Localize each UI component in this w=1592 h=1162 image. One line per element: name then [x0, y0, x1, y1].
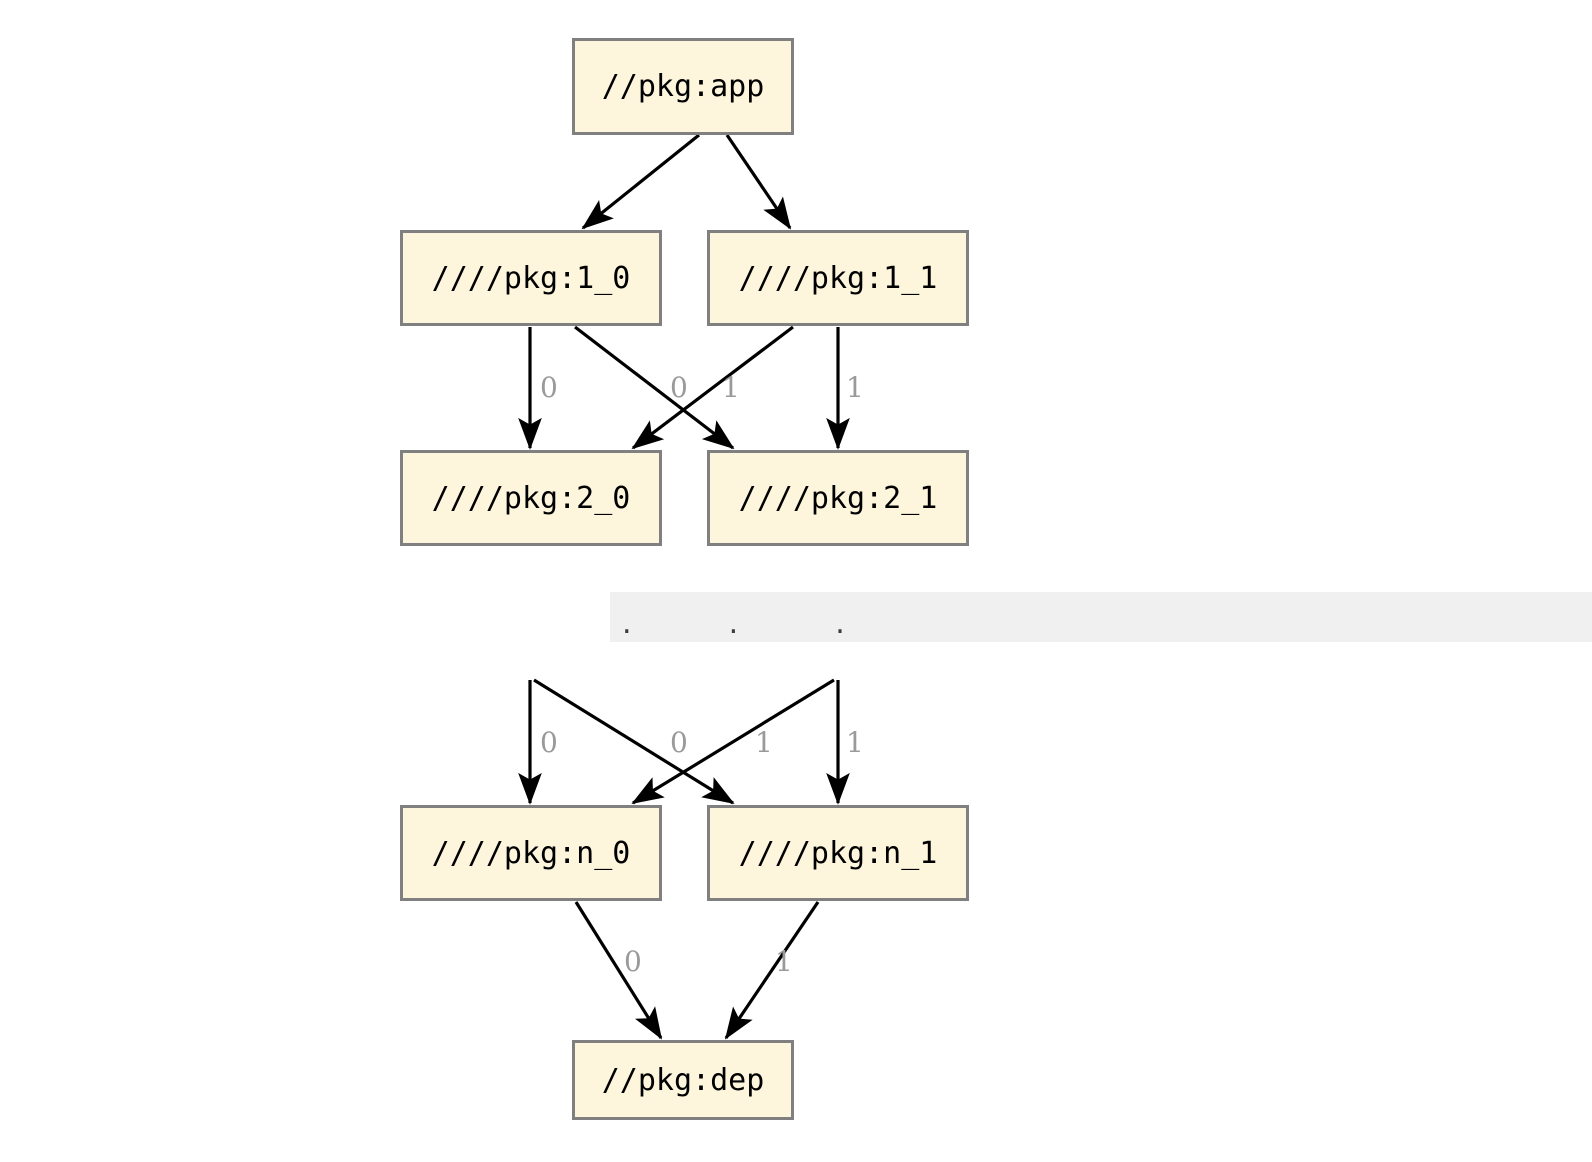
node-label: ////pkg:1_1 — [738, 260, 938, 296]
node-label: ////pkg:n_0 — [431, 835, 631, 871]
edge-label: 1 — [722, 371, 740, 404]
edge-label: 0 — [624, 945, 642, 978]
ellipsis-dots: . . . — [622, 606, 871, 641]
edge-arrow — [724, 901, 820, 1040]
node-label: ////pkg:2_1 — [738, 480, 938, 516]
edge-label: 0 — [670, 371, 688, 404]
edge-label: 1 — [775, 945, 793, 978]
node-label: ////pkg:n_1 — [738, 835, 938, 871]
edge-arrow — [725, 134, 792, 230]
edge-label: 1 — [755, 726, 773, 759]
edge-arrow — [631, 678, 835, 805]
edge-label: 0 — [540, 371, 558, 404]
node-dep[interactable]: //pkg:dep — [572, 1040, 794, 1120]
node-l1_0[interactable]: ////pkg:1_0 — [400, 230, 662, 326]
edge-label: 0 — [670, 726, 688, 759]
edge-label: 1 — [846, 726, 864, 759]
edge-arrow — [581, 133, 701, 230]
node-label: ////pkg:1_0 — [431, 260, 631, 296]
edge-label: 1 — [846, 371, 864, 404]
edge-label: 0 — [540, 726, 558, 759]
edge-arrow — [574, 325, 735, 450]
node-ln_0[interactable]: ////pkg:n_0 — [400, 805, 662, 901]
ellipsis-band: . . . — [610, 592, 1592, 642]
edge-arrow — [533, 678, 735, 805]
node-app[interactable]: //pkg:app — [572, 38, 794, 135]
node-label: //pkg:app — [601, 69, 765, 104]
edge-arrow — [631, 325, 794, 450]
node-label: ////pkg:2_0 — [431, 480, 631, 516]
node-l1_1[interactable]: ////pkg:1_1 — [707, 230, 969, 326]
node-l2_0[interactable]: ////pkg:2_0 — [400, 450, 662, 546]
edge-arrow — [574, 901, 663, 1040]
node-label: //pkg:dep — [601, 1062, 765, 1098]
node-ln_1[interactable]: ////pkg:n_1 — [707, 805, 969, 901]
node-l2_1[interactable]: ////pkg:2_1 — [707, 450, 969, 546]
